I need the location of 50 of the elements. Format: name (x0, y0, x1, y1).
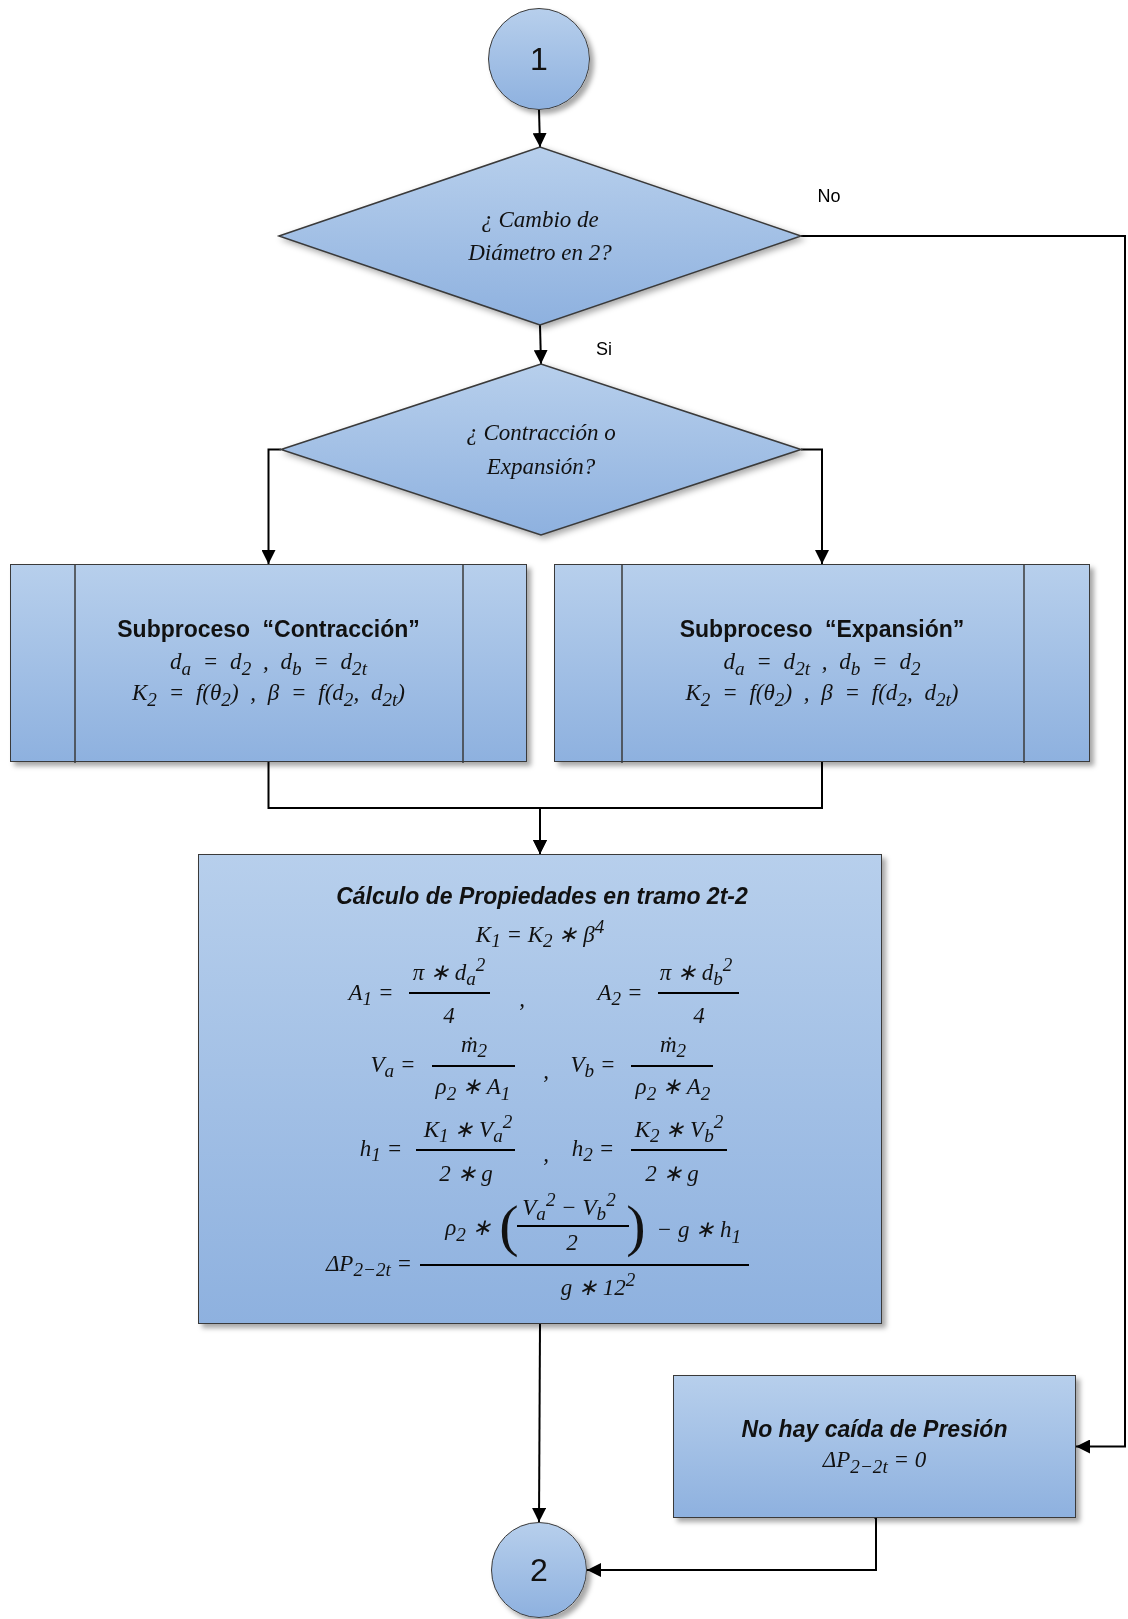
formula: ΔP$_{2−2t}$ = (325, 1250, 413, 1282)
formula: K$_{1}$ = K$_{2}$ ∗ β$^{4}$ (475, 915, 605, 953)
decision-text: ¿ Cambio de Diámetro en 2? (467, 205, 613, 267)
box-title: No hay caída de Presión (741, 1415, 1008, 1443)
arrow (532, 1323, 547, 1523)
formula: , (543, 1141, 549, 1167)
formula: ṁ$_{2}$ (659, 1031, 687, 1063)
formula: V$_{b}$ = (570, 1051, 616, 1083)
formula: d$_{a}$ = d$_{2t}$ , d$_{b}$ = d$_{2}$ (723, 648, 921, 680)
subprocess-box (10, 564, 527, 762)
formula: A$_{1}$ = (348, 979, 394, 1011)
formula: ρ$_{2}$ ∗ (445, 1214, 491, 1246)
box-title: Cálculo de Propiedades en tramo 2t-2 (336, 882, 748, 910)
arrow (800, 235, 1126, 1454)
formula: ρ$_{2}$ ∗ A$_{1}$ (435, 1073, 511, 1105)
arrow (532, 109, 547, 148)
arrow (533, 761, 823, 855)
decision-text: ¿ Contracción o Expansión? (466, 419, 616, 481)
formula: 4 (443, 1003, 455, 1029)
connector-number: 1 (530, 40, 548, 78)
formula: h$_{1}$ = (359, 1135, 403, 1167)
formula: K$_{2}$ = f(θ$_{2}$) , β = f(d$_{2}$, d$_{2t}$) (685, 679, 959, 711)
formula: g ∗ 12$^{2}$ (560, 1269, 636, 1301)
arrow (533, 324, 548, 365)
arrow (586, 1517, 877, 1577)
formula: ( (499, 1197, 519, 1255)
connector-number: 2 (530, 1551, 548, 1589)
formula: , (519, 986, 525, 1012)
formula: K$_{2}$ = f(θ$_{2}$) , β = f(d$_{2}$, d$_{2t}$) (132, 679, 405, 711)
arrow (261, 448, 282, 565)
formula: − g ∗ h$_{1}$ (656, 1216, 742, 1248)
arrow (800, 448, 829, 565)
formula: h$_{2}$ = (571, 1135, 615, 1167)
formula: 2 ∗ g (645, 1159, 699, 1187)
formula: ṁ$_{2}$ (460, 1031, 488, 1063)
formula: ρ$_{2}$ ∗ A$_{2}$ (635, 1073, 711, 1105)
formula: ΔP$_{2−2t}$ = 0 (822, 1446, 927, 1478)
subprocess-title: Subproceso “Contracción” (117, 615, 420, 643)
formula: 2 (566, 1230, 578, 1256)
formula: d$_{a}$ = d$_{2}$ , d$_{b}$ = d$_{2t}$ (170, 648, 367, 680)
subprocess-title: Subproceso “Expansión” (679, 615, 965, 643)
formula: 2 ∗ g (439, 1159, 493, 1187)
process-box (198, 854, 882, 1324)
formula: A$_{2}$ = (597, 979, 643, 1011)
formula: , (543, 1058, 549, 1084)
formula: 4 (693, 1003, 705, 1029)
process-box (673, 1375, 1076, 1518)
formula: V$_{a}$ = (370, 1051, 416, 1083)
formula: ) (626, 1197, 646, 1255)
subprocess-box (554, 564, 1090, 762)
